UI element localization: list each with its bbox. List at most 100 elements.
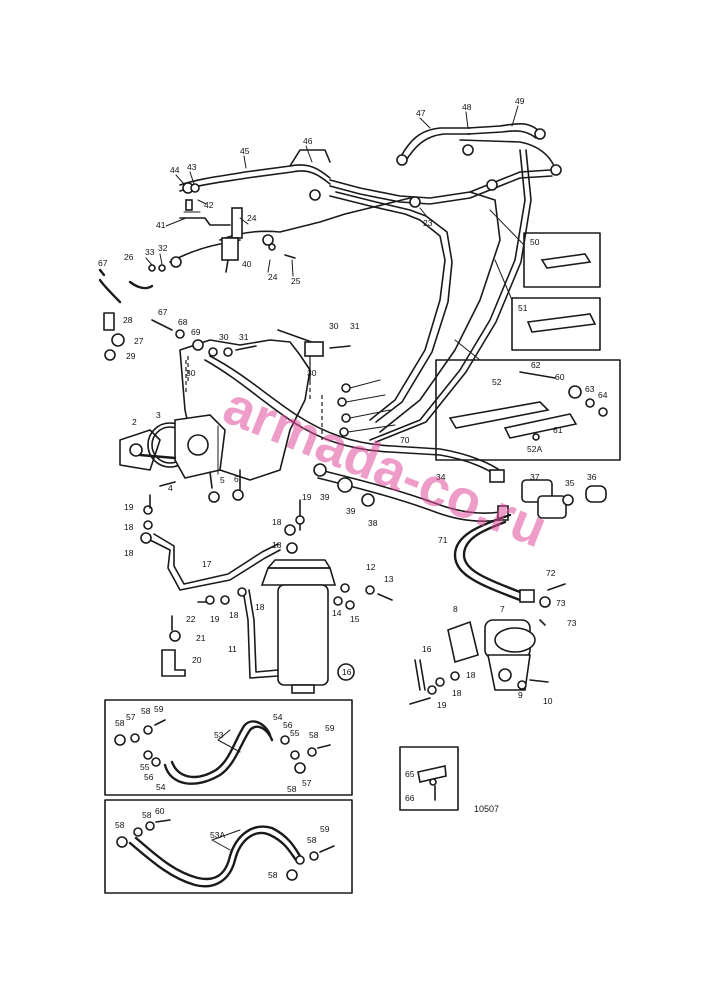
part-label: 66 — [405, 793, 415, 803]
part-label: 7 — [500, 604, 505, 614]
part-label: 33 — [145, 247, 155, 257]
part-label: 18 — [229, 610, 239, 620]
fitting-37 — [521, 479, 607, 519]
part-label: 5 — [220, 475, 225, 485]
part-label: 47 — [416, 108, 426, 118]
part-label: 70 — [400, 435, 410, 445]
part-label: 10 — [543, 696, 553, 706]
feed-pump — [409, 619, 549, 705]
part-label: 59 — [154, 704, 164, 714]
part-label: 61 — [553, 425, 563, 435]
part-label: 19 — [437, 700, 447, 710]
part-label: 63 — [585, 384, 595, 394]
part-label: 39 — [320, 492, 330, 502]
part-label: 43 — [187, 162, 197, 172]
part-label: 17 — [202, 559, 212, 569]
part-label: 19 — [124, 502, 134, 512]
part-label: 54 — [156, 782, 166, 792]
part-label: 18 — [272, 540, 282, 550]
part-label: 58 — [309, 730, 319, 740]
part-label: 30 — [186, 368, 196, 378]
part-label: 45 — [240, 146, 250, 156]
part-label: 62 — [531, 360, 541, 370]
part-label: 4 — [168, 483, 173, 493]
part-label: 58 — [307, 835, 317, 845]
part-label: 58 — [142, 810, 152, 820]
return-hoses — [98, 268, 154, 361]
part-label: 58 — [115, 718, 125, 728]
part-label: 20 — [192, 655, 202, 665]
part-label: 9 — [518, 690, 523, 700]
part-label: 31 — [239, 332, 249, 342]
part-label: 11 — [228, 644, 237, 654]
part-label: 56 — [283, 720, 293, 730]
part-label: 19 — [302, 492, 312, 502]
hose-kit-box-53 — [104, 699, 353, 796]
part-label: 50 — [530, 237, 540, 247]
leader-52 — [454, 339, 481, 361]
injection-pipes — [169, 122, 562, 443]
part-label: 22 — [186, 614, 196, 624]
part-label: 41 — [156, 220, 166, 230]
part-label: 31 — [350, 321, 360, 331]
part-label: 39 — [346, 506, 356, 516]
part-label: 49 — [515, 96, 525, 106]
hose-71 — [453, 513, 566, 608]
part-label: 55 — [140, 762, 150, 772]
clamp-box-52 — [435, 359, 621, 461]
part-label: 67 — [98, 258, 108, 268]
part-label: 48 — [462, 102, 472, 112]
pump-housing — [119, 339, 323, 503]
part-label: 53 — [214, 730, 224, 740]
part-label: 53A — [210, 830, 225, 840]
part-label: 18 — [255, 602, 265, 612]
part-label: 64 — [598, 390, 608, 400]
part-label: 14 — [332, 608, 342, 618]
part-label: 69 — [191, 327, 201, 337]
filter-bolts — [333, 583, 393, 610]
part-label: 28 — [123, 315, 133, 325]
part-label: 3 — [156, 410, 161, 420]
part-label: 21 — [196, 633, 206, 643]
part-label: 34 — [436, 472, 446, 482]
part-label: 27 — [134, 336, 144, 346]
clamp-box-51 — [511, 297, 601, 351]
part-label: 59 — [320, 824, 330, 834]
part-label: 18 — [124, 548, 134, 558]
part-label: 57 — [126, 712, 136, 722]
part-label: 19 — [210, 614, 220, 624]
fuel-filter: 16 — [260, 499, 355, 694]
bracket-20 — [161, 615, 186, 677]
part-label: 42 — [204, 200, 214, 210]
part-label: 30 — [329, 321, 339, 331]
part-label: 58 — [115, 820, 125, 830]
part-label: 57 — [302, 778, 312, 788]
part-label: 15 — [350, 614, 360, 624]
clamp-box-65 — [399, 746, 459, 811]
part-label: 72 — [546, 568, 556, 578]
part-label: 30 — [307, 368, 317, 378]
part-label: 59 — [325, 723, 335, 733]
part-label: 71 — [438, 535, 448, 545]
part-label: 2 — [132, 417, 137, 427]
part-label: 37 — [530, 472, 540, 482]
clamp-box-50 — [523, 232, 601, 288]
hose-kit-box-53A — [104, 799, 353, 894]
part-label: 16 — [342, 667, 352, 677]
leader-51 — [494, 259, 513, 301]
part-label: 13 — [384, 574, 394, 584]
part-label: 73 — [567, 618, 577, 628]
part-label: 23 — [423, 218, 433, 228]
pipe-17 — [140, 494, 296, 679]
injector — [148, 183, 296, 273]
part-labels: 47 48 49 46 45 44 43 42 41 24 24 23 40 2… — [98, 96, 608, 880]
part-label: 40 — [242, 259, 252, 269]
part-label: 60 — [155, 806, 165, 816]
part-label: 67 — [158, 307, 168, 317]
watermark-text: armada-co.ru — [216, 375, 556, 559]
diagram-code: 10507 — [474, 804, 499, 814]
part-label: 30 — [219, 332, 229, 342]
part-label: 32 — [158, 243, 168, 253]
part-label: 52A — [527, 444, 542, 454]
